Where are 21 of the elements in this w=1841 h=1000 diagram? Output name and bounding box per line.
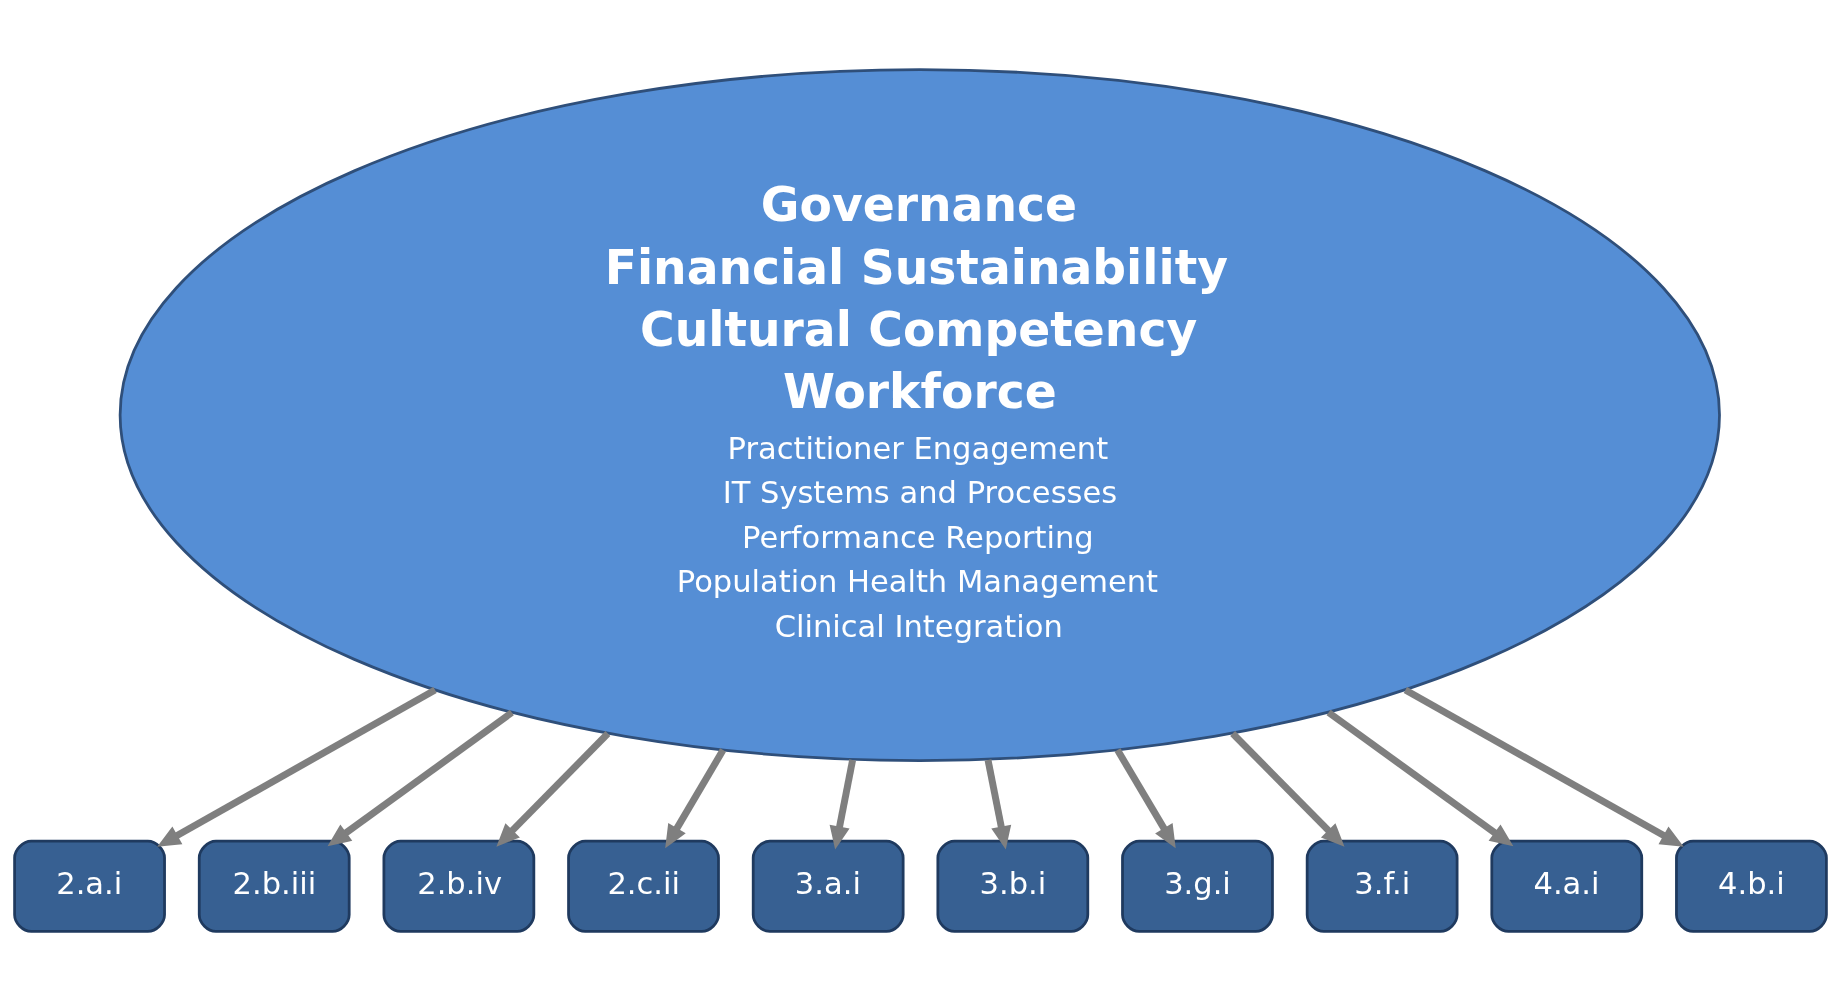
arrow	[496, 730, 611, 847]
arrow	[1230, 730, 1345, 847]
arrow	[829, 758, 856, 849]
node-box: 2.c.ii	[567, 839, 720, 933]
node-box: 3.b.i	[936, 839, 1090, 933]
arrow	[157, 686, 437, 847]
arrow	[1403, 686, 1684, 847]
node-box: 2.b.iv	[382, 839, 536, 933]
node-box: 2.b.iii	[197, 839, 351, 933]
node-box: 2.a.i	[13, 839, 166, 933]
node-box: 4.a.i	[1490, 839, 1644, 933]
node-box: 4.b.i	[1675, 839, 1828, 933]
arrow	[984, 758, 1012, 849]
arrow	[1326, 709, 1514, 846]
node-box: 3.a.i	[751, 839, 905, 933]
node-ellipse: Governance Financial Sustainability Cultural Competency Workforce Practitioner Engagement IT Systems and Processes Performance Reporting Population Health Management Clinical Integration	[118, 67, 1721, 762]
arrow	[327, 709, 514, 846]
arrow	[1114, 747, 1176, 848]
node-box: 3.g.i	[1121, 839, 1274, 933]
node-box: 3.f.i	[1305, 839, 1459, 933]
arrow	[665, 747, 727, 848]
